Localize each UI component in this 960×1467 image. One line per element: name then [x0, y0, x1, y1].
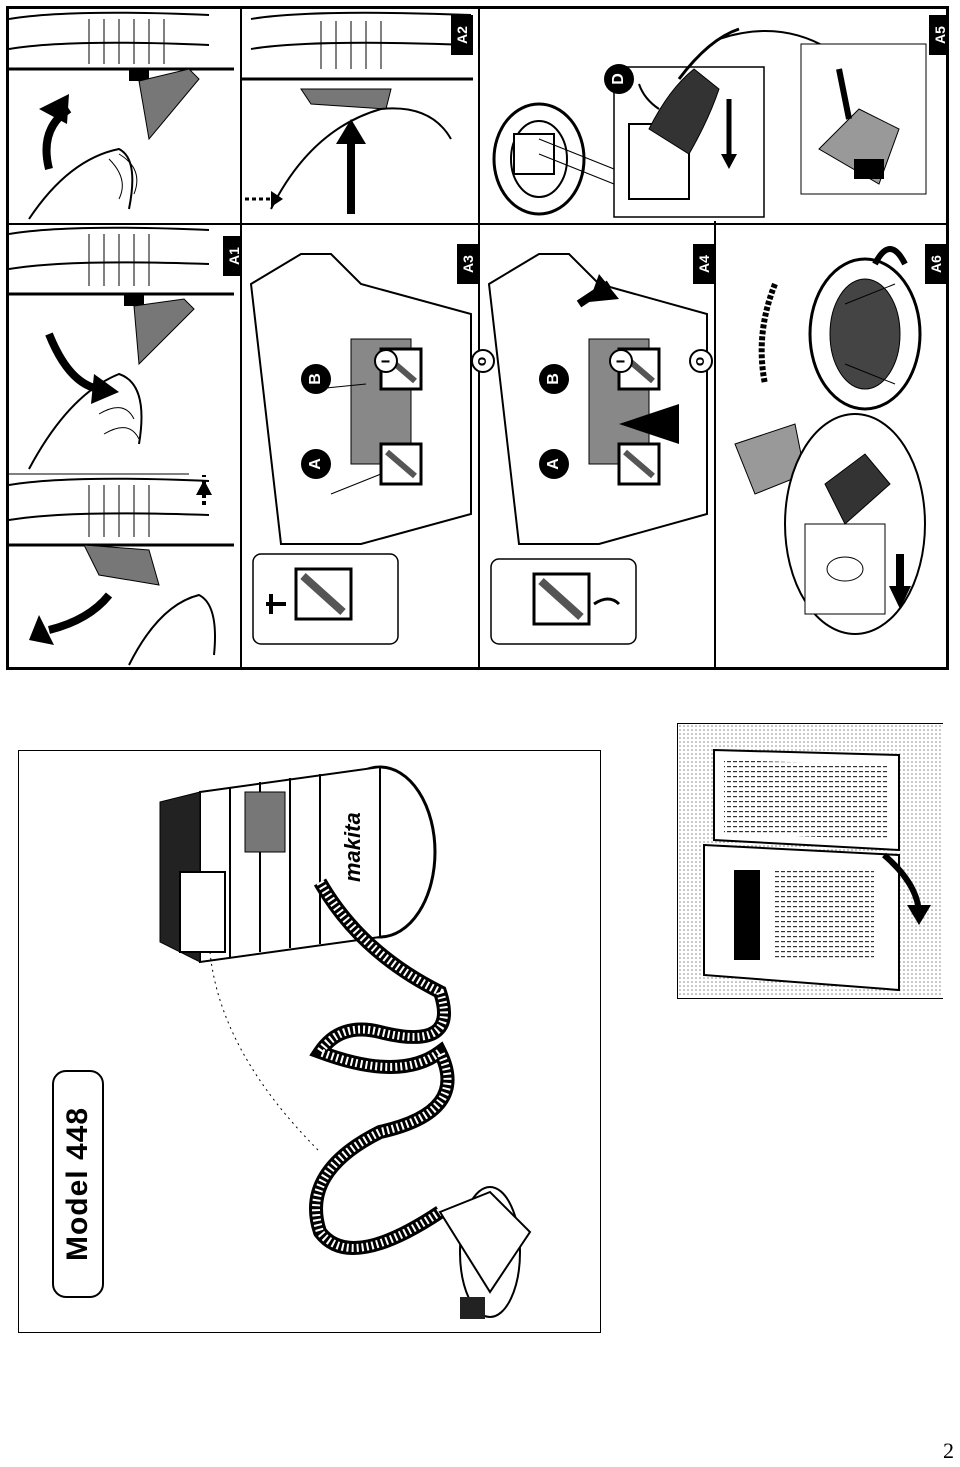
callout-a4-a: A: [539, 449, 569, 479]
handle-down-illustration: [9, 226, 234, 470]
tool-plug-illustration: [734, 246, 926, 635]
a3-on-symbol: I: [374, 349, 398, 373]
handle-up-illustration: [9, 475, 234, 666]
panel-label-a2: A2: [451, 15, 473, 55]
callout-a3-b: B: [301, 364, 331, 394]
panel-a2: A2: [241, 9, 479, 224]
panel-label-a5: A5: [929, 15, 946, 55]
switch-position-illustration: [487, 253, 708, 645]
model-title: Model 448: [61, 1106, 94, 1262]
handle-lift-illustration: [9, 11, 234, 220]
a4-on-symbol: I: [609, 349, 633, 373]
panel-a5: D A5: [479, 9, 946, 224]
panel-label-a6: A6: [925, 244, 946, 284]
panel-a1: A1: [9, 224, 241, 474]
brand-logo: makita: [340, 812, 365, 882]
a3-off-symbol: O: [471, 349, 495, 373]
panel-label-a3: A3: [457, 244, 479, 284]
manual-booklet-illustration: [679, 725, 941, 997]
a4-off-symbol: O: [689, 349, 713, 373]
panel-a3: A B A3: [241, 224, 479, 667]
callout-a3-a: A: [301, 449, 331, 479]
switch-panel-illustration: [249, 253, 472, 645]
panel-label-a1: A1: [223, 236, 241, 276]
callout-d: D: [604, 64, 634, 94]
model-title-badge: Model 448: [52, 1070, 104, 1298]
instruction-grid: A2 D A5: [6, 6, 949, 670]
socket-connection-illustration: [492, 27, 927, 218]
handle-fold-illustration: [241, 11, 473, 214]
grid-lines: [9, 9, 946, 667]
callout-a4-b: B: [539, 364, 569, 394]
panel-a4: A B A4: [479, 224, 715, 667]
page-number: 2: [943, 1438, 954, 1463]
panel-label-a4: A4: [693, 244, 715, 284]
vacuum-with-sander-illustration: makita: [159, 765, 532, 1319]
panel-a2-top-left: [9, 9, 241, 224]
panel-a1-lower: [9, 475, 241, 667]
panel-a6: A6: [715, 224, 946, 667]
